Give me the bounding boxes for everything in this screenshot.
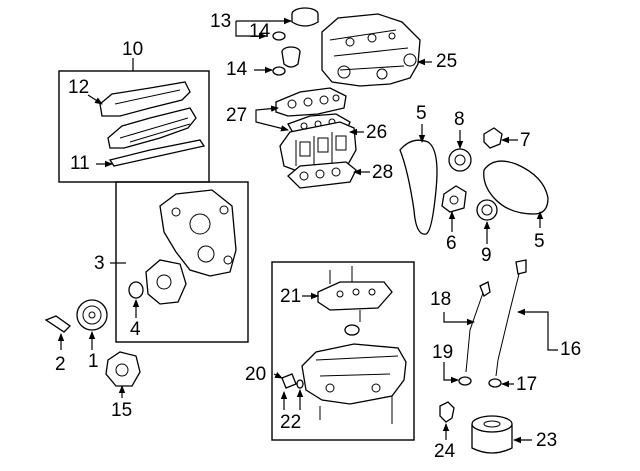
oil-pan-part (301, 343, 407, 405)
callout-6: 6 (446, 233, 457, 254)
callout-5-left: 5 (416, 103, 427, 124)
seal-ring-part (272, 31, 286, 41)
dipstick-part (495, 259, 527, 377)
lower-intake-manifold-part (279, 121, 357, 173)
chain-tensioner-part (441, 185, 467, 213)
oil-filler-cap-part (291, 7, 319, 27)
timing-cover-part (145, 189, 237, 305)
callout-25: 25 (436, 51, 458, 72)
callout-9: 9 (481, 245, 492, 266)
callout-8: 8 (454, 109, 465, 130)
water-pump-part (105, 351, 141, 387)
position-sensor-part (483, 127, 503, 149)
callout-17: 17 (516, 374, 538, 395)
callout-2: 2 (55, 354, 66, 375)
drain-plug-part (281, 373, 297, 389)
dipstick-tube-part (465, 281, 491, 373)
oil-filter-part (471, 415, 513, 454)
front-cover-seal-part (128, 281, 144, 299)
callout-20: 20 (245, 364, 267, 385)
valve-cover-gasket-part (108, 139, 206, 167)
intake-manifold-gasket-part (287, 161, 357, 189)
callout-4: 4 (130, 319, 141, 340)
callout-28: 28 (372, 162, 394, 183)
callout-23: 23 (536, 430, 558, 451)
timing-chain-right-part (483, 160, 549, 215)
timing-chain-left-part (399, 139, 438, 235)
o-ring-part (272, 66, 286, 76)
oil-pan-group-box (271, 261, 415, 441)
callout-16: 16 (560, 339, 582, 360)
callout-21: 21 (280, 286, 302, 307)
callout-19: 19 (432, 342, 454, 363)
callout-26: 26 (366, 122, 388, 143)
balancer-bolt-part (44, 315, 72, 333)
callout-14-upper: 14 (249, 21, 271, 42)
drain-gasket-part (296, 379, 304, 389)
callout-5-right: 5 (534, 231, 545, 252)
callout-14-lower: 14 (226, 59, 248, 80)
callout-12: 12 (68, 77, 90, 98)
tube-seal-part (458, 376, 472, 386)
callout-24: 24 (434, 441, 456, 462)
oil-pickup-part (344, 324, 360, 336)
callout-27: 27 (226, 105, 248, 126)
filter-adapter-part (439, 401, 455, 423)
intake-plenum-part (321, 13, 421, 87)
valve-cover-part (99, 81, 197, 149)
harmonic-balancer-part (76, 299, 108, 331)
oil-baffle-part (317, 281, 393, 311)
callout-7: 7 (520, 130, 531, 151)
intake-gasket-upper-part (275, 87, 347, 117)
callout-10: 10 (122, 39, 144, 60)
timing-cover-group-box (115, 181, 249, 343)
callout-11: 11 (70, 153, 90, 174)
leader-lines (57, 17, 558, 444)
pan-bolt-part (329, 266, 393, 424)
filler-tube-part (281, 46, 301, 68)
callout-15: 15 (111, 400, 133, 421)
callout-22: 22 (280, 412, 302, 433)
callout-18: 18 (430, 289, 452, 310)
callout-3: 3 (94, 253, 105, 274)
cam-sprocket-part (448, 148, 472, 172)
idler-sprocket-part (476, 199, 498, 221)
dipstick-seal-part (488, 378, 502, 388)
callout-1: 1 (88, 351, 99, 372)
callout-13: 13 (210, 11, 232, 32)
